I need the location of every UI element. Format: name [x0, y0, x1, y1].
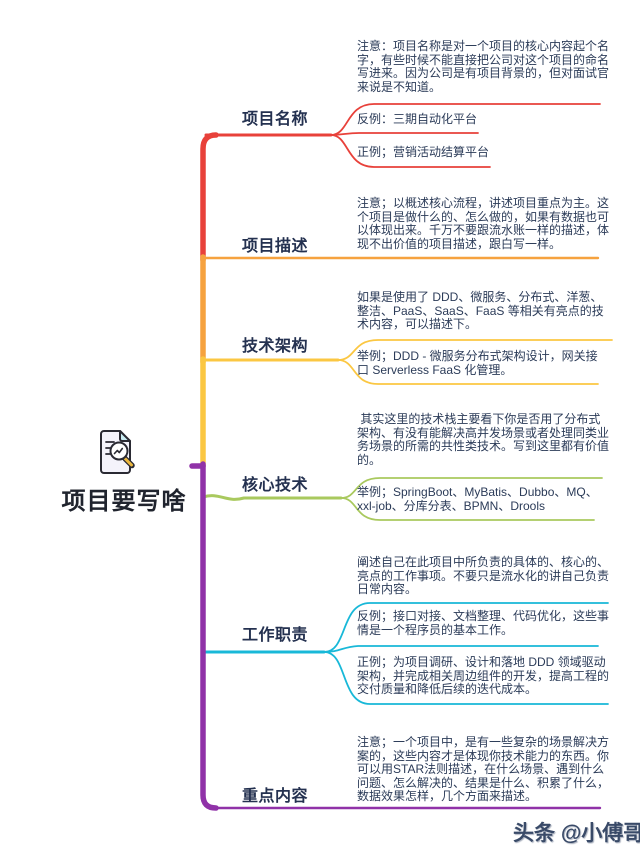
branch-label-project-name[interactable]: 项目名称 [242, 111, 309, 128]
note-job-duty[interactable]: 阐述自己在此项目中所负责的具体的、核心的、亮点的工作事项。不要只是流水化的讲自己… [357, 555, 610, 596]
branch-lines-key-content [189, 461, 602, 811]
note-project-description[interactable]: 注意；以概述核心流程，讲述项目重点为主。这个项目是做什么的、怎么做的，如果有数据… [357, 196, 610, 251]
document-magnifier-icon [100, 430, 135, 474]
toutiao-watermark: 头条 @小傅哥 [513, 822, 640, 845]
note-tech-architecture[interactable]: 如果是使用了 DDD、微服务、分布式、洋葱、整洁、PaaS、SaaS、FaaS … [357, 290, 604, 331]
note-core-tech[interactable]: 其实这里的技术栈主要看下你是否用了分布式架构、有没有能解决高并发场景或者处理同类… [357, 412, 610, 467]
good-example-job-duty[interactable]: 正例；为项目调研、设计和落地 DDD 领域驱动架构，并完成相关周边组件的开发，提… [357, 655, 610, 696]
branch-label-tech-architecture[interactable]: 技术架构 [242, 338, 309, 355]
example-tech-architecture[interactable]: 举例；DDD - 微服务分布式架构设计，网关接口 Serverless FaaS… [357, 349, 598, 377]
branch-lines-project-name [200, 103, 601, 263]
example-core-tech[interactable]: 举例；SpringBoot、MyBatis、Dubbo、MQ、xxl-job、分… [357, 485, 598, 513]
branch-label-key-content[interactable]: 重点内容 [242, 788, 309, 805]
branch-lines-job-duty [201, 602, 609, 705]
branch-lines-tech-architecture [200, 339, 613, 469]
root-topic[interactable]: 项目要写啥 [61, 488, 187, 515]
branch-lines-core-tech [201, 477, 603, 521]
branch-label-project-description[interactable]: 项目描述 [242, 238, 309, 255]
branch-lines-project-description [200, 254, 600, 365]
bad-example-job-duty[interactable]: 反例；接口对接、文档整理、代码优化，这些事情是一个程序员的基本工作。 [357, 609, 610, 637]
note-key-content[interactable]: 注意；一个项目中，是有一些复杂的场景解决方案的，这些内容才是体现你技术能力的东西… [357, 735, 610, 803]
bad-example-project-name[interactable]: 反例：三期自动化平台 [357, 112, 478, 126]
good-example-project-name[interactable]: 正例；营销活动结算平台 [357, 145, 490, 159]
branch-label-job-duty[interactable]: 工作职责 [242, 627, 309, 644]
note-project-name[interactable]: 注意：项目名称是对一个项目的核心内容起个名字，有些时候不能直接把公司对这个项目的… [357, 39, 610, 94]
branch-label-core-tech[interactable]: 核心技术 [242, 477, 309, 494]
